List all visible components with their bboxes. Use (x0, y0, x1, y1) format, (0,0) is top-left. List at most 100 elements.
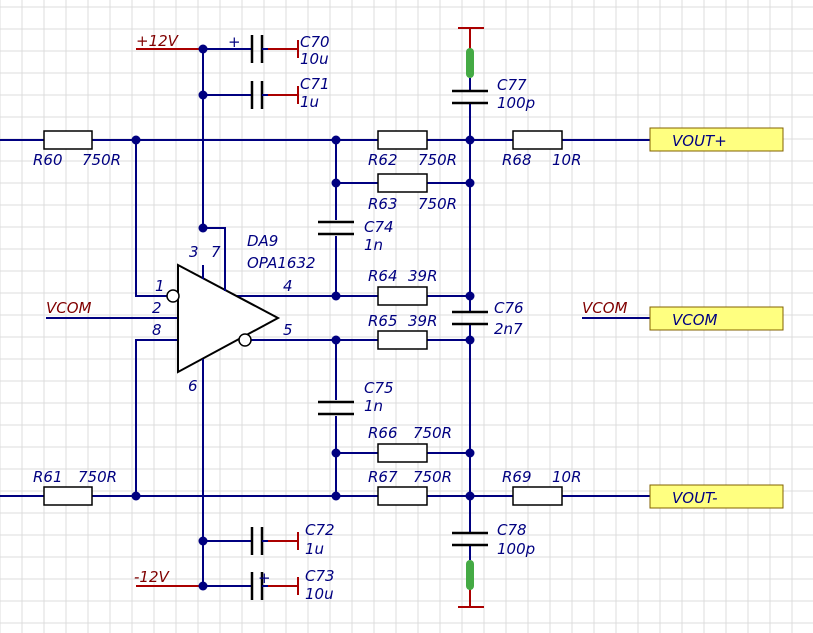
c74-value: 1n (364, 236, 383, 254)
r68-value: 10R (552, 151, 582, 169)
port-vcom[interactable]: VCOM (649, 306, 784, 331)
capacitor-c78[interactable] (452, 531, 488, 547)
port-vout-pos[interactable]: VOUT+ (649, 127, 784, 152)
junction-dot (331, 491, 341, 501)
resistor-r64[interactable] (377, 286, 428, 306)
opamp-part: OPA1632 (247, 254, 316, 272)
r67-ref: R67 (368, 468, 398, 486)
junction-dot (331, 291, 341, 301)
polarity-plus-c70: + (228, 33, 241, 51)
pin-3: 3 (189, 243, 199, 261)
r69-ref: R69 (502, 468, 532, 486)
opamp-ref: DA9 (247, 232, 278, 250)
junction-dot (465, 448, 475, 458)
junction-dot (198, 581, 208, 591)
resistor-r66[interactable] (377, 443, 428, 463)
r62-value: 750R (418, 151, 457, 169)
r64-value: 39R (408, 267, 438, 285)
junction-dot (198, 223, 208, 233)
polarity-plus-c73: + (258, 569, 271, 587)
capacitor-c77[interactable] (452, 89, 488, 105)
pin-2: 2 (152, 299, 162, 317)
c78-value: 100p (497, 540, 535, 558)
r66-ref: R66 (368, 424, 398, 442)
r63-value: 750R (418, 195, 457, 213)
r65-ref: R65 (368, 312, 398, 330)
r62-ref: R62 (368, 151, 398, 169)
resistor-r62[interactable] (377, 130, 428, 150)
ferrite-bottom[interactable] (466, 560, 474, 590)
r65-value: 39R (408, 312, 438, 330)
resistor-r67[interactable] (377, 486, 428, 506)
c76-value: 2n7 (494, 320, 523, 338)
c71-ref: C71 (300, 75, 330, 93)
c77-value: 100p (497, 94, 535, 112)
capacitor-c74[interactable] (318, 220, 354, 236)
capacitor-c76[interactable] (452, 310, 488, 326)
pin-1: 1 (155, 277, 165, 295)
resistor-r60[interactable] (43, 130, 93, 150)
ferrite-top[interactable] (466, 48, 474, 78)
junction-dot (465, 135, 475, 145)
junction-dot (331, 178, 341, 188)
c72-ref: C72 (305, 521, 335, 539)
capacitor-c70[interactable] (246, 35, 268, 63)
r60-ref: R60 (33, 151, 63, 169)
c76-ref: C76 (494, 299, 524, 317)
port-vout-pos-label: VOUT+ (672, 132, 727, 150)
capacitor-c75[interactable] (318, 400, 354, 416)
net-label-vcom-left: VCOM (46, 299, 92, 317)
r66-value: 750R (413, 424, 452, 442)
junction-dot (198, 90, 208, 100)
pin-4: 4 (283, 277, 293, 295)
resistor-r61[interactable] (43, 486, 93, 506)
pin-7: 7 (211, 243, 221, 261)
r64-ref: R64 (368, 267, 398, 285)
r63-ref: R63 (368, 195, 398, 213)
resistor-r65[interactable] (377, 330, 428, 350)
pin-6: 6 (188, 377, 198, 395)
junction-dot (331, 135, 341, 145)
c75-ref: C75 (364, 379, 394, 397)
port-vout-neg[interactable]: VOUT- (649, 484, 784, 509)
junction-dot (198, 536, 208, 546)
r69-value: 10R (552, 468, 582, 486)
c75-value: 1n (364, 397, 383, 415)
opamp-da9[interactable] (166, 242, 281, 378)
r61-value: 750R (78, 468, 117, 486)
resistor-r63[interactable] (377, 173, 428, 193)
rail-label-pos: +12V (136, 32, 180, 50)
r60-value: 750R (82, 151, 121, 169)
r61-ref: R61 (33, 468, 63, 486)
c74-ref: C74 (364, 218, 394, 236)
r68-ref: R68 (502, 151, 532, 169)
rail-label-neg: -12V (134, 568, 170, 586)
resistor-r68[interactable] (512, 130, 563, 150)
c73-value: 10u (305, 585, 334, 603)
pin-8: 8 (152, 321, 162, 339)
capacitor-c73[interactable] (246, 572, 268, 600)
resistor-r69[interactable] (512, 486, 563, 506)
junction-dot (465, 291, 475, 301)
port-vout-neg-label: VOUT- (672, 489, 717, 507)
c78-ref: C78 (497, 521, 527, 539)
junction-dot (131, 135, 141, 145)
capacitor-c72[interactable] (246, 527, 268, 555)
junction-dot (198, 44, 208, 54)
junction-dot (331, 335, 341, 345)
junction-dot (465, 178, 475, 188)
port-vcom-label: VCOM (672, 311, 718, 329)
c77-ref: C77 (497, 76, 527, 94)
output-bubble (238, 333, 252, 347)
c73-ref: C73 (305, 567, 335, 585)
junction-dot (465, 335, 475, 345)
capacitor-c71[interactable] (246, 81, 268, 109)
r67-value: 750R (413, 468, 452, 486)
net-label-vcom-mid: VCOM (582, 299, 628, 317)
c72-value: 1u (305, 540, 324, 558)
c70-ref: C70 (300, 33, 330, 51)
junction-dot (331, 448, 341, 458)
inverting-bubble (166, 289, 180, 303)
